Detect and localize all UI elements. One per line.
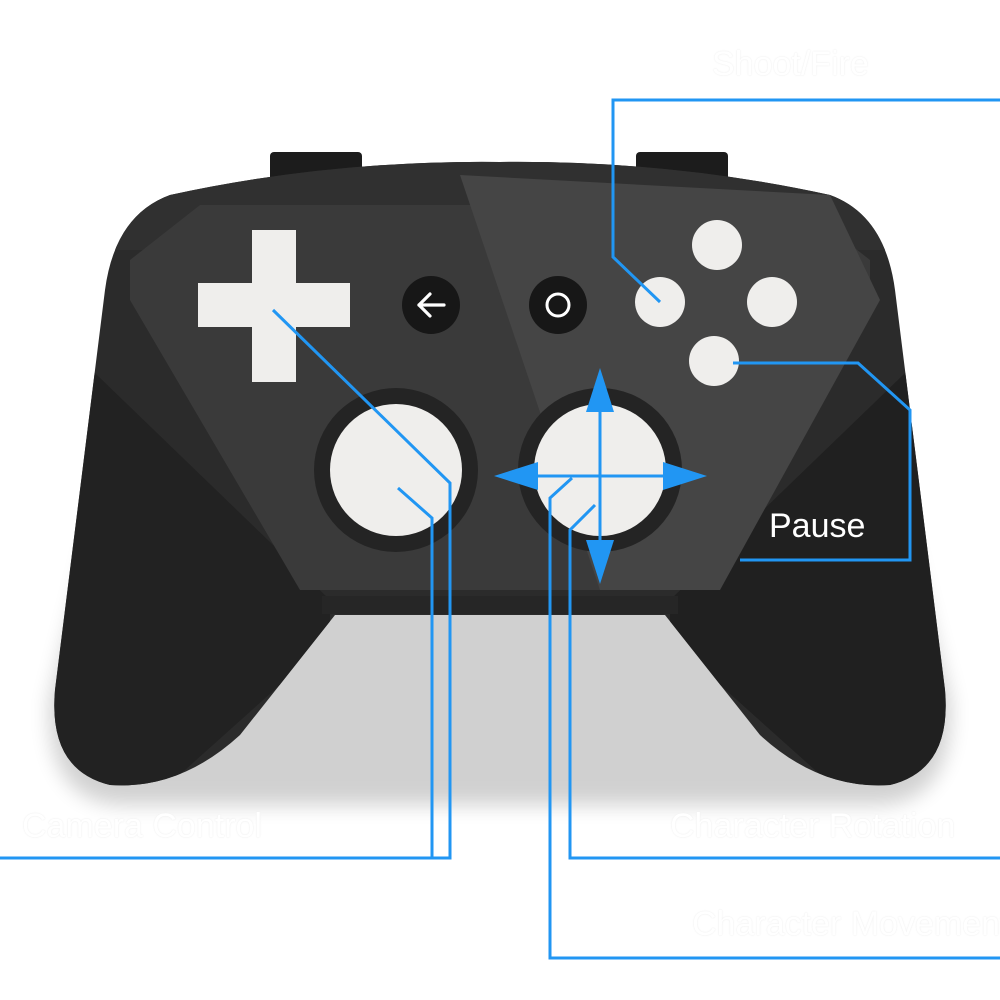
face-button-top[interactable] bbox=[692, 220, 742, 270]
left-thumbstick[interactable] bbox=[330, 404, 462, 536]
movement-arrows-icon bbox=[494, 368, 707, 584]
character-movement-label: Character Movement bbox=[692, 905, 1000, 943]
dpad[interactable] bbox=[198, 230, 350, 382]
face-button-bottom[interactable] bbox=[689, 336, 739, 386]
camera-callout-line-b bbox=[397, 486, 434, 858]
camera-control-label: Camera Control bbox=[22, 807, 262, 845]
face-button-right[interactable] bbox=[747, 277, 797, 327]
pause-callout-line bbox=[733, 361, 912, 562]
rotation-callout-line bbox=[568, 503, 1000, 860]
body-facet-left bbox=[54, 320, 330, 786]
panel-ledge bbox=[322, 596, 678, 614]
shoot-fire-label: Shoot/Fire bbox=[712, 45, 869, 83]
character-rotation-label: Character Rotation bbox=[670, 807, 956, 845]
pause-label: Pause bbox=[769, 507, 866, 545]
camera-callout-line-a bbox=[0, 308, 452, 860]
body-facet-right bbox=[670, 320, 946, 786]
callout-lines bbox=[0, 98, 1000, 960]
movement-callout-line bbox=[548, 476, 1000, 960]
circle-icon bbox=[545, 292, 571, 318]
home-button[interactable] bbox=[529, 276, 587, 334]
shoot-callout-line bbox=[611, 98, 1000, 304]
back-arrow-icon bbox=[417, 292, 446, 318]
